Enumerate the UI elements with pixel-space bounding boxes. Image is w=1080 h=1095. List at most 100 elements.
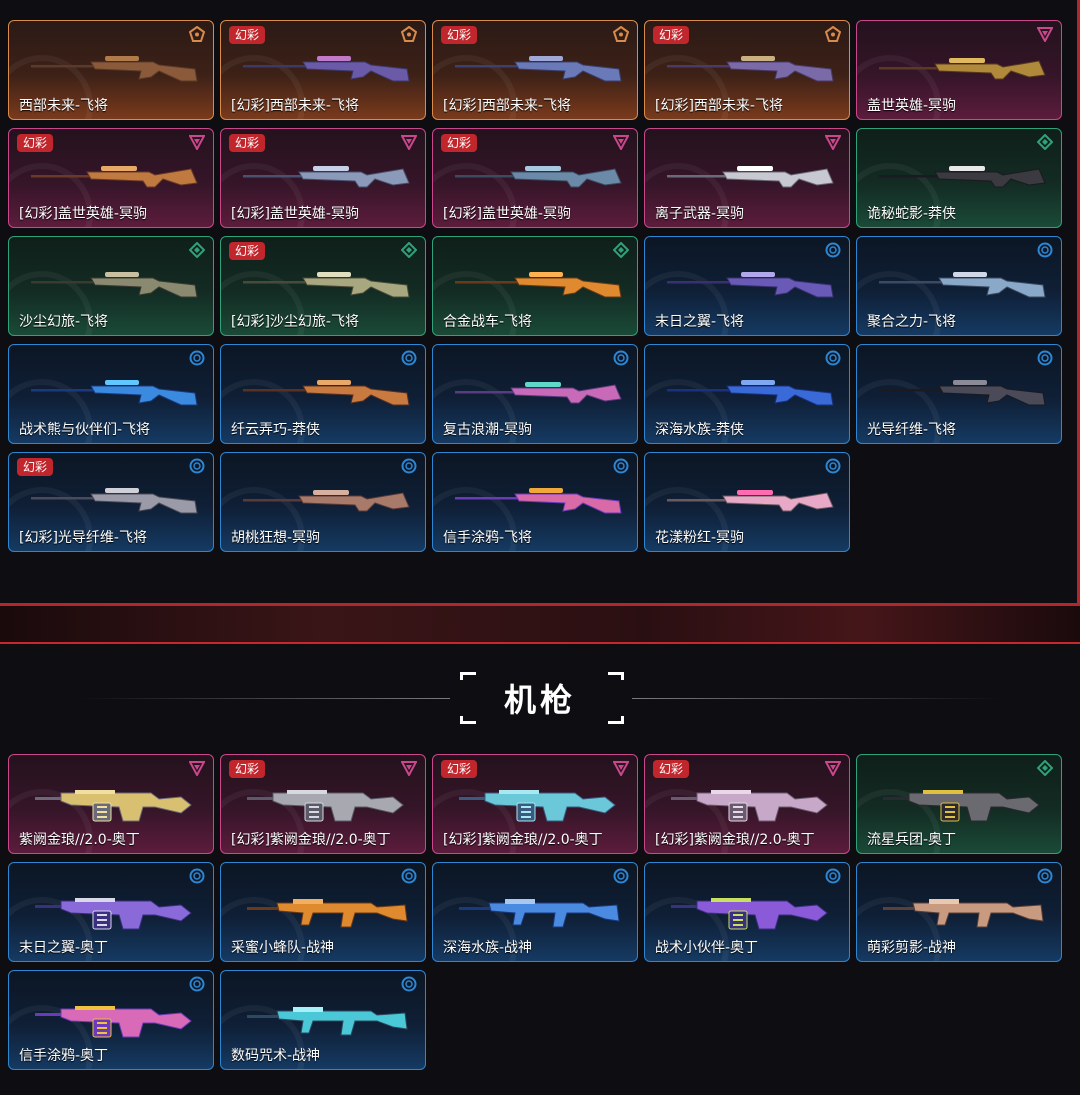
prismatic-badge: 幻彩 xyxy=(653,26,690,44)
weapon-skin-card[interactable]: 复古浪潮-冥驹 xyxy=(432,344,638,444)
section-divider-banner xyxy=(0,606,1080,642)
weapon-skin-card[interactable]: 信手涂鸦-奥丁 xyxy=(8,970,214,1070)
green-rarity-icon xyxy=(612,241,630,259)
weapon-skin-card[interactable]: 离子武器-冥驹 xyxy=(644,128,850,228)
weapon-skin-card[interactable]: 幻彩 [幻彩]沙尘幻旅-飞将 xyxy=(220,236,426,336)
blue-rarity-icon xyxy=(1037,242,1053,258)
skin-name: [幻彩]紫阙金琅//2.0-奥丁 xyxy=(655,832,815,848)
header-line-right xyxy=(632,698,1002,699)
blue-rarity-icon xyxy=(401,350,417,366)
weapon-skin-card[interactable]: 战术小伙伴-奥丁 xyxy=(644,862,850,962)
blue-rarity-icon xyxy=(613,868,629,884)
skin-name: 聚合之力-飞将 xyxy=(867,314,957,330)
prismatic-badge: 幻彩 xyxy=(229,26,266,44)
weapon-skin-card[interactable]: 幻彩 [幻彩]西部未来-飞将 xyxy=(644,20,850,120)
weapon-skin-card[interactable]: 幻彩 [幻彩]盖世英雄-冥驹 xyxy=(8,128,214,228)
skin-name: [幻彩]光导纤维-飞将 xyxy=(19,530,147,546)
lever-weapon-icon xyxy=(667,49,835,91)
weapon-skin-card[interactable]: 花漾粉红-冥驹 xyxy=(644,452,850,552)
skin-name: 数码咒术-战神 xyxy=(231,1048,321,1064)
weapon-skin-card[interactable]: 纤云弄巧-莽侠 xyxy=(220,344,426,444)
skin-name: 离子武器-冥驹 xyxy=(655,206,745,222)
pink-rarity-icon xyxy=(1036,26,1054,44)
lever-weapon-icon xyxy=(667,373,835,415)
weapon-skin-card[interactable]: 幻彩 [幻彩]盖世英雄-冥驹 xyxy=(220,128,426,228)
orange-rarity-icon xyxy=(400,25,418,42)
weapon-skin-card[interactable]: 萌彩剪影-战神 xyxy=(856,862,1062,962)
blue-rarity-icon xyxy=(189,458,205,474)
weapon-skin-card[interactable]: 深海水族-战神 xyxy=(432,862,638,962)
weapon-skin-card[interactable]: 幻彩 [幻彩]紫阙金琅//2.0-奥丁 xyxy=(220,754,426,854)
weapon-skin-card[interactable]: 末日之翼-奥丁 xyxy=(8,862,214,962)
weapon-skin-card[interactable]: 胡桃狂想-冥驹 xyxy=(220,452,426,552)
prismatic-badge: 幻彩 xyxy=(441,26,478,44)
weapon-skin-card[interactable]: 合金战车-飞将 xyxy=(432,236,638,336)
weapon-skin-card[interactable]: 幻彩 [幻彩]盖世英雄-冥驹 xyxy=(432,128,638,228)
weapon-skin-card[interactable]: 幻彩 [幻彩]紫阙金琅//2.0-奥丁 xyxy=(644,754,850,854)
skin-name: 盖世英雄-冥驹 xyxy=(867,98,957,114)
weapon-skin-card[interactable]: 沙尘幻旅-飞将 xyxy=(8,236,214,336)
skin-name: [幻彩]西部未来-飞将 xyxy=(655,98,783,114)
weapon-skin-card[interactable]: 紫阙金琅//2.0-奥丁 xyxy=(8,754,214,854)
mg-weapon-icon xyxy=(243,783,411,825)
weapon-skin-card[interactable]: 战术熊与伙伴们-飞将 xyxy=(8,344,214,444)
green-rarity-icon xyxy=(1036,759,1054,777)
lever-weapon-icon xyxy=(31,481,199,523)
skin-name: [幻彩]西部未来-飞将 xyxy=(443,98,571,114)
weapon-skin-card[interactable]: 诡秘蛇影-莽侠 xyxy=(856,128,1062,228)
skin-name: 战术熊与伙伴们-飞将 xyxy=(19,422,151,438)
skin-name: 信手涂鸦-飞将 xyxy=(443,530,533,546)
skin-name: 萌彩剪影-战神 xyxy=(867,940,957,956)
green-rarity-icon xyxy=(1036,133,1054,151)
orange-rarity-icon xyxy=(188,25,206,42)
pink-rarity-icon xyxy=(400,134,418,152)
blue-rarity-icon xyxy=(613,458,629,474)
weapon-skin-card[interactable]: 流星兵团-奥丁 xyxy=(856,754,1062,854)
prismatic-badge: 幻彩 xyxy=(441,134,478,152)
weapon-skin-card[interactable]: 采蜜小蜂队-战神 xyxy=(220,862,426,962)
weapon-skin-card[interactable]: 光导纤维-飞将 xyxy=(856,344,1062,444)
blue-rarity-icon xyxy=(1037,350,1053,366)
lever-weapon-icon xyxy=(243,373,411,415)
weapon-skin-card[interactable]: 深海水族-莽侠 xyxy=(644,344,850,444)
weapon-skin-card[interactable]: 盖世英雄-冥驹 xyxy=(856,20,1062,120)
skin-name: 深海水族-莽侠 xyxy=(655,422,745,438)
prismatic-badge: 幻彩 xyxy=(229,760,266,778)
sniper-weapon-icon xyxy=(879,157,1047,199)
weapon-skin-card[interactable]: 数码咒术-战神 xyxy=(220,970,426,1070)
blue-rarity-icon xyxy=(613,350,629,366)
prismatic-badge: 幻彩 xyxy=(17,134,54,152)
weapon-skin-card[interactable]: 幻彩 [幻彩]紫阙金琅//2.0-奥丁 xyxy=(432,754,638,854)
lever-weapon-icon xyxy=(243,49,411,91)
pink-rarity-icon xyxy=(612,760,630,778)
weapon-skin-card[interactable]: 西部未来-飞将 xyxy=(8,20,214,120)
section-title: 机枪 xyxy=(503,681,576,719)
blue-rarity-icon xyxy=(825,350,841,366)
rifle-weapon-icon xyxy=(455,891,623,933)
skin-name: 胡桃狂想-冥驹 xyxy=(231,530,321,546)
weapon-skin-card[interactable]: 信手涂鸦-飞将 xyxy=(432,452,638,552)
skin-name: [幻彩]紫阙金琅//2.0-奥丁 xyxy=(443,832,603,848)
lever-weapon-icon xyxy=(243,265,411,307)
weapon-skin-card[interactable]: 幻彩 [幻彩]西部未来-飞将 xyxy=(432,20,638,120)
sniper-skin-grid: 西部未来-飞将幻彩 [幻彩]西部未来-飞将幻彩 [幻彩]西部未来-飞将幻彩 [幻… xyxy=(8,20,1062,552)
mg-weapon-icon xyxy=(879,783,1047,825)
sniper-weapon-icon xyxy=(667,157,835,199)
weapon-skin-card[interactable]: 末日之翼-飞将 xyxy=(644,236,850,336)
sniper-weapon-icon xyxy=(31,157,199,199)
mg-weapon-icon xyxy=(31,999,199,1041)
rifle-weapon-icon xyxy=(879,891,1047,933)
lever-weapon-icon xyxy=(879,265,1047,307)
skin-name: 末日之翼-奥丁 xyxy=(19,940,109,956)
weapon-skin-card[interactable]: 聚合之力-飞将 xyxy=(856,236,1062,336)
blue-rarity-icon xyxy=(189,976,205,992)
weapon-skin-card[interactable]: 幻彩 [幻彩]西部未来-飞将 xyxy=(220,20,426,120)
mg-weapon-icon xyxy=(455,783,623,825)
pink-rarity-icon xyxy=(188,134,206,152)
lever-weapon-icon xyxy=(455,265,623,307)
skin-name: 西部未来-飞将 xyxy=(19,98,109,114)
weapon-skin-card[interactable]: 幻彩 [幻彩]光导纤维-飞将 xyxy=(8,452,214,552)
skin-name: 末日之翼-飞将 xyxy=(655,314,745,330)
blue-rarity-icon xyxy=(825,868,841,884)
lever-weapon-icon xyxy=(667,265,835,307)
